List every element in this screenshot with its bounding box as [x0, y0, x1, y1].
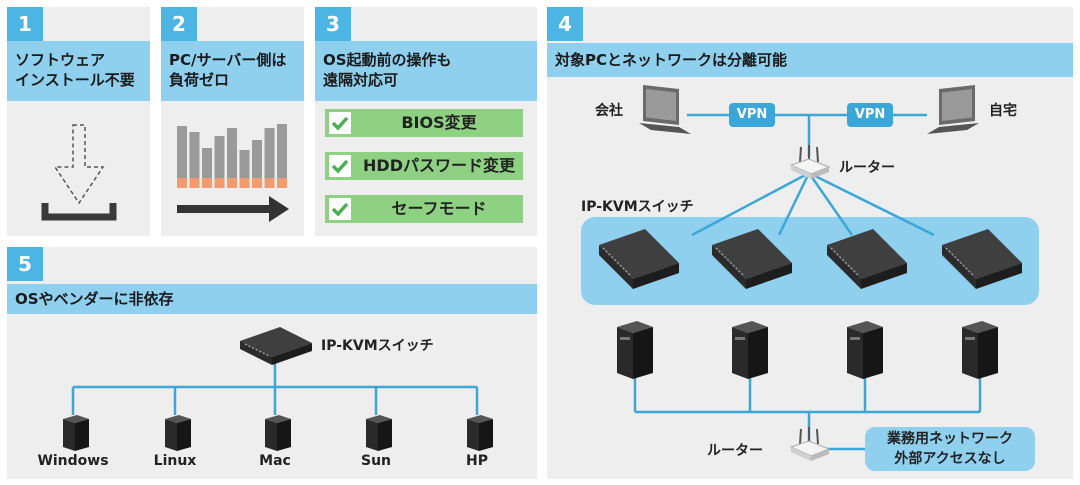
header-line-2: 負荷ゼロ: [169, 71, 230, 89]
server-icon: [962, 321, 998, 379]
checklist-item-hdd-password: HDDパスワード変更: [325, 152, 523, 180]
install-down-arrow-icon: [41, 124, 117, 221]
panel-number: 3: [315, 7, 351, 41]
load-bar: [264, 128, 275, 178]
panel-5: 5 OSやベンダーに非依存: [7, 247, 537, 479]
server-icon: [63, 415, 89, 451]
load-bar: [227, 128, 237, 178]
load-bar-base: [239, 178, 250, 188]
kvm-switch-icon: [827, 229, 907, 289]
kvm-switch-label: IP-KVMスイッチ: [321, 338, 434, 354]
load-bar-base: [252, 178, 262, 188]
kvm-switch-icon: [240, 327, 312, 365]
os-label-sun: Sun: [360, 453, 392, 469]
checkbox-checked-icon: [329, 112, 351, 134]
header-line-2: インストール不要: [15, 71, 135, 89]
server-icon: [847, 321, 883, 379]
network-diagram: [599, 85, 1022, 461]
checklist-item-safe-mode: セーフモード: [325, 195, 523, 223]
router-icon: [789, 427, 831, 461]
kvm-switch-icon: [942, 229, 1022, 289]
os-label-hp: HP: [466, 453, 488, 469]
panel-header: 対象PCとネットワークは分離可能: [547, 43, 1073, 77]
header-line-1: PC/サーバー側は: [169, 51, 287, 69]
panel-number: 5: [7, 247, 43, 281]
vpn-badge: VPN: [729, 103, 775, 127]
header-line-1: OS起動前の操作も: [323, 51, 452, 69]
kvm-switch-icon: [712, 229, 792, 289]
panel-header: ソフトウェア インストール不要: [7, 41, 150, 101]
callout-line-1: 業務用ネットワーク: [887, 431, 1013, 447]
router-label: ルーター: [707, 443, 763, 459]
header-line-2: 遠隔対応可: [323, 71, 399, 89]
load-bar-base: [264, 178, 275, 188]
server-icon: [467, 415, 493, 451]
server-icon: [366, 415, 392, 451]
right-arrow-icon: [177, 196, 289, 222]
panel-number: 4: [547, 7, 583, 41]
panel-4: 4 対象PCとネットワークは分離可能: [547, 7, 1073, 479]
checklist-item-bios: BIOS変更: [325, 109, 523, 137]
server-icon: [732, 321, 768, 379]
load-bar: [252, 140, 262, 178]
laptop-icon: [927, 85, 979, 134]
os-label-mac: Mac: [259, 453, 291, 469]
load-bar-base: [177, 178, 187, 188]
server-icon: [165, 415, 191, 451]
load-bar-base: [227, 178, 237, 188]
internal-network-callout: 業務用ネットワーク 外部アクセスなし: [865, 427, 1035, 471]
load-bar: [177, 126, 187, 178]
load-bar-base: [202, 178, 212, 188]
load-bar: [189, 132, 200, 178]
checkbox-checked-icon: [329, 155, 351, 177]
server-icon: [617, 321, 653, 379]
load-bar-base: [277, 178, 287, 188]
os-network-diagram: [63, 327, 493, 451]
home-label: 自宅: [989, 103, 1017, 119]
panel-header: OSやベンダーに非依存: [7, 284, 537, 314]
header-line-1: ソフトウェア: [15, 51, 106, 69]
panel-number: 2: [161, 7, 197, 41]
router-icon: [789, 145, 831, 179]
checklist-label: HDDパスワード変更: [363, 156, 515, 175]
server-icon: [265, 415, 291, 451]
panel-3: 3 OS起動前の操作も 遠隔対応可 BIOS変更 HDDパスワード変更 セーフモ…: [315, 7, 537, 236]
load-bar-chart: [177, 124, 287, 188]
os-label-windows: Windows: [37, 453, 109, 469]
panel-header: PC/サーバー側は 負荷ゼロ: [161, 41, 304, 101]
kvm-switch-icon: [599, 229, 679, 289]
company-label: 会社: [595, 103, 623, 119]
panel-2: 2 PC/サーバー側は 負荷ゼロ: [161, 7, 304, 236]
load-bar: [277, 124, 287, 178]
router-label: ルーター: [839, 160, 895, 176]
load-bar: [214, 136, 225, 178]
load-bar: [202, 148, 212, 178]
panel-number: 1: [7, 7, 43, 41]
os-label-linux: Linux: [153, 453, 197, 469]
kvm-switch-label: IP-KVMスイッチ: [581, 199, 694, 215]
load-bar-base: [189, 178, 200, 188]
checkbox-checked-icon: [329, 198, 351, 220]
vpn-badge: VPN: [847, 103, 893, 127]
laptop-icon: [639, 85, 691, 134]
load-bar: [239, 150, 250, 178]
panel-1: 1 ソフトウェア インストール不要: [7, 7, 150, 236]
checklist-label: BIOS変更: [401, 113, 477, 132]
panel-header: OS起動前の操作も 遠隔対応可: [315, 41, 537, 101]
checklist-label: セーフモード: [391, 199, 487, 218]
load-bar-base: [214, 178, 225, 188]
callout-line-2: 外部アクセスなし: [894, 451, 1006, 467]
